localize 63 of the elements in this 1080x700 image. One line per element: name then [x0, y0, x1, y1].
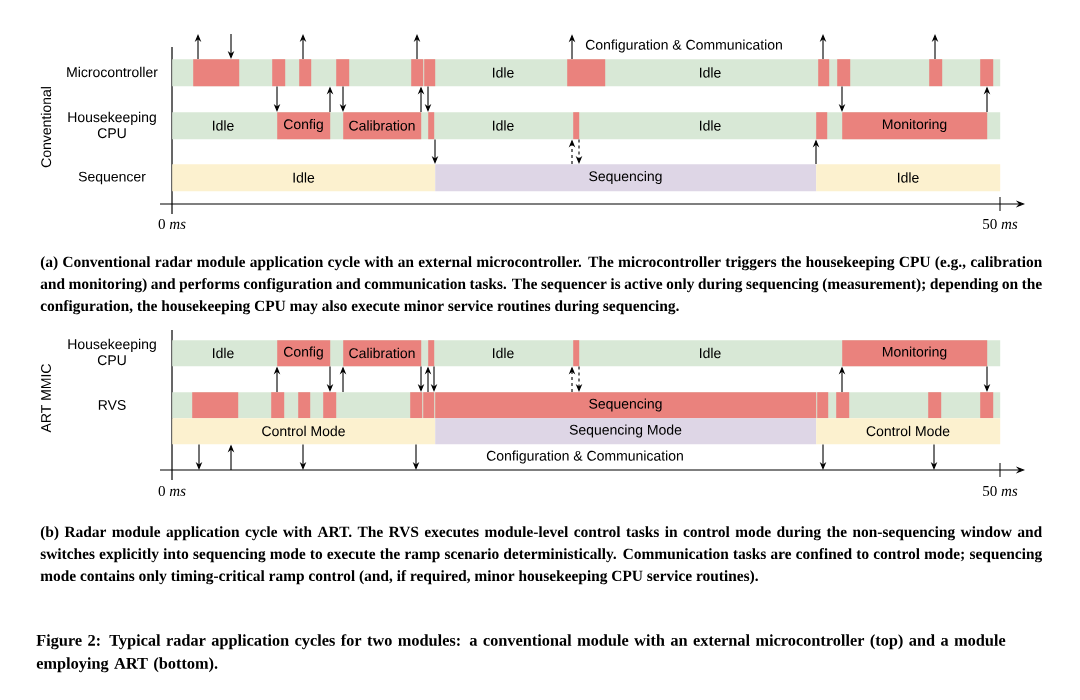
axis-label: 50 ms [983, 218, 1018, 230]
task-block [929, 59, 943, 87]
task-block [299, 59, 312, 87]
task-block [836, 392, 850, 419]
task-block [192, 392, 239, 419]
task-block [193, 59, 240, 87]
phase-bar: Idle [172, 164, 436, 192]
subfigure-caption: (a) Conventional radar module application cycle with an external microcontroller. The microcontroller triggers the housekeeping CPU (e.g., calibration and monitoring) and performs configuration and communication tasks. The sequencer is active only during sequencing (measurement); depending on the configuration, the housekeeping CPU may also execute minor service routines during sequencing. [40, 256, 1042, 315]
task-block: Calibration [343, 340, 422, 367]
task-block [980, 59, 994, 87]
task-block: Monitoring [842, 112, 988, 140]
row-label: Microcontroller [67, 66, 158, 78]
task-block [323, 392, 337, 419]
task-block [272, 59, 286, 87]
task-block: Monitoring [842, 340, 988, 367]
task-block [423, 392, 435, 419]
task-block: Config [277, 112, 331, 140]
task-block: Config [277, 340, 331, 367]
node-label: Idle [213, 120, 234, 131]
task-block [336, 59, 350, 87]
group-label: ART MMIC [41, 364, 51, 433]
node-label: Idle [700, 347, 721, 359]
phase-bar: Sequencing [435, 164, 817, 192]
task-block: Calibration [343, 112, 422, 140]
row-label: Sequencer [78, 171, 146, 185]
task-block [817, 392, 829, 419]
axis-label: 0 ms [158, 485, 186, 497]
node-label: Idle [700, 120, 721, 131]
group-label: Conventional [40, 87, 52, 168]
task-block [298, 392, 311, 419]
task-block [428, 340, 435, 367]
task-block [567, 59, 606, 87]
axis-label: 50 ms [983, 485, 1018, 497]
task-block [818, 59, 830, 87]
axis-label: 0 ms [158, 218, 186, 230]
task-block [271, 392, 285, 419]
phase-bar: Sequencing Mode [435, 418, 817, 445]
phase-bar: Idle [816, 164, 1001, 192]
annotation-label: Configuration & Communication [585, 39, 782, 53]
row-label: Housekeeping CPU [68, 111, 156, 139]
node-label: Sequencing [589, 398, 662, 412]
task-block [928, 392, 942, 419]
subfigure-caption: (b) Radar module application cycle with ART. The RVS executes module-level control tasks in control mode during the non-sequencing window and switches explicitly into sequencing mode to execute the ramp scenario deterministically. Communication tasks are confined to control mode; sequencing mode contains only timing-critical ramp control (and, if required, minor housekeeping CPU service routines). [40, 526, 1043, 585]
annotation-label: Configuration & Communication [486, 450, 683, 464]
task-block [980, 392, 994, 419]
phase-bar: Control Mode [172, 418, 436, 445]
task-block [410, 392, 423, 419]
row-label: Housekeeping CPU [68, 338, 156, 366]
node-label: Idle [213, 347, 234, 359]
task-block [816, 112, 828, 140]
row-label: RVS [98, 400, 126, 410]
task-block [424, 59, 436, 87]
figure-caption: Figure 2: Typical radar application cycles for two modules: a conventional module with an external microcontroller (top) and a module employing ART (bottom). [36, 634, 1006, 673]
phase-bar: Control Mode [816, 418, 1001, 445]
node-label: Idle [493, 120, 514, 131]
node-label: Idle [493, 67, 514, 78]
task-block [573, 340, 580, 367]
node-label: Idle [700, 67, 721, 78]
task-block [428, 112, 435, 140]
task-block [573, 112, 580, 140]
task-block [837, 59, 851, 87]
task-block [411, 59, 424, 87]
node-label: Idle [493, 347, 514, 359]
